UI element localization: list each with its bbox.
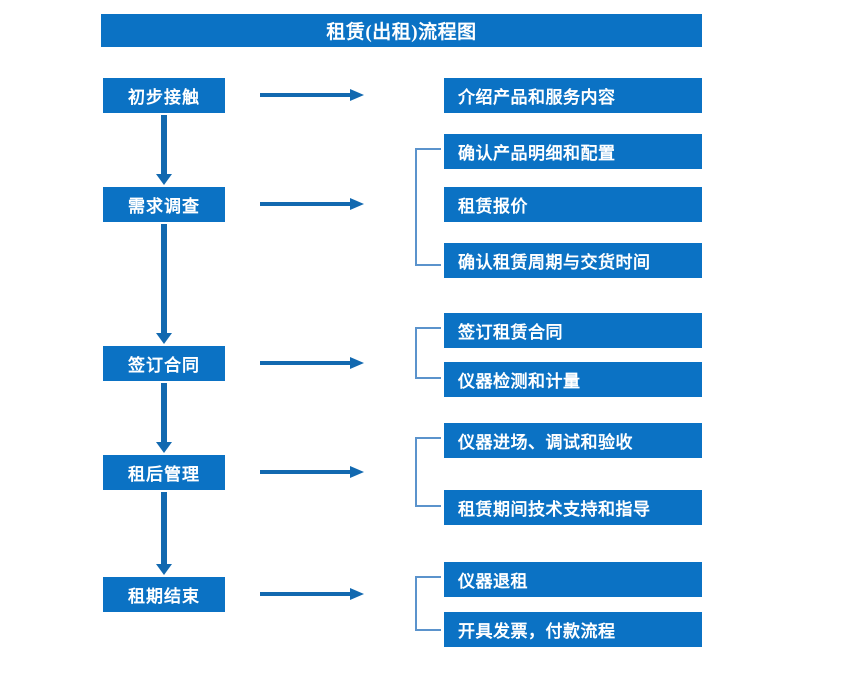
stage-box-initial-contact[interactable]: 初步接触 — [103, 78, 225, 113]
detail-box-instrument-testing[interactable]: 仪器检测和计量 — [444, 362, 702, 397]
vertical-arrow-3-to-4 — [156, 383, 172, 453]
detail-box-introduce-products[interactable]: 介绍产品和服务内容 — [444, 78, 702, 113]
stage-box-needs-survey[interactable]: 需求调查 — [103, 187, 225, 222]
stage-box-sign-contract[interactable]: 签订合同 — [103, 346, 225, 381]
page-title: 租赁(出租)流程图 — [101, 14, 702, 47]
detail-box-invoice-payment[interactable]: 开具发票，付款流程 — [444, 612, 702, 647]
vertical-arrow-4-to-5 — [156, 492, 172, 575]
detail-box-confirm-period[interactable]: 确认租赁周期与交货时间 — [444, 243, 702, 278]
vertical-arrow-1-to-2 — [156, 115, 172, 185]
group-bracket-sign-contract — [415, 327, 441, 379]
horizontal-arrow-post-rental-mgmt — [260, 464, 364, 480]
group-bracket-post-rental-mgmt — [415, 437, 441, 507]
detail-box-confirm-specs[interactable]: 确认产品明细和配置 — [444, 134, 702, 169]
horizontal-arrow-sign-contract — [260, 355, 364, 371]
horizontal-arrow-initial-contact — [260, 87, 364, 103]
group-bracket-lease-end — [415, 576, 441, 631]
detail-box-instrument-delivery[interactable]: 仪器进场、调试和验收 — [444, 423, 702, 458]
vertical-arrow-2-to-3 — [156, 224, 172, 344]
horizontal-arrow-lease-end — [260, 586, 364, 602]
horizontal-arrow-needs-survey — [260, 196, 364, 212]
stage-box-post-rental-mgmt[interactable]: 租后管理 — [103, 455, 225, 490]
detail-box-instrument-return[interactable]: 仪器退租 — [444, 562, 702, 597]
stage-box-lease-end[interactable]: 租期结束 — [103, 577, 225, 612]
detail-box-rental-quote[interactable]: 租赁报价 — [444, 187, 702, 222]
group-bracket-needs-survey — [415, 148, 441, 266]
detail-box-technical-support[interactable]: 租赁期间技术支持和指导 — [444, 490, 702, 525]
detail-box-sign-rental-contract[interactable]: 签订租赁合同 — [444, 313, 702, 348]
